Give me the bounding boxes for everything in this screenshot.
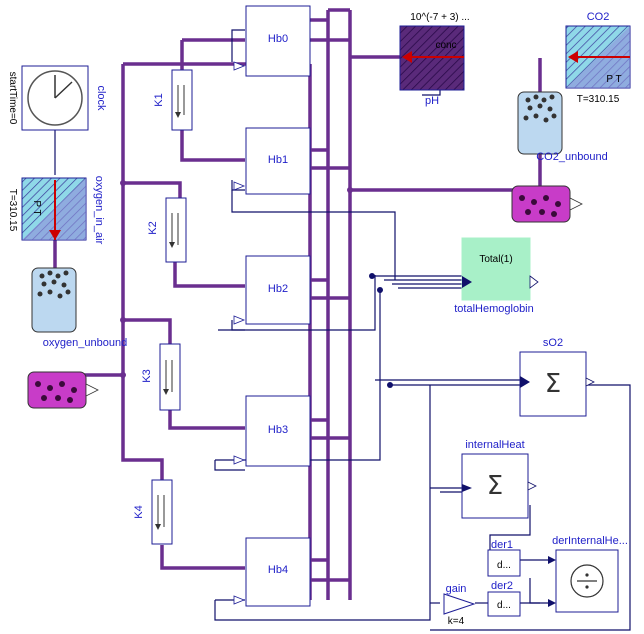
k-blocks: K1 K2 K3 K4 bbox=[133, 69, 193, 545]
oxygen-in-air-pt: P T bbox=[31, 200, 42, 215]
k2-block[interactable]: K2 bbox=[147, 197, 187, 263]
der2-label: der2 bbox=[491, 580, 513, 592]
k2-label: K2 bbox=[147, 221, 159, 234]
so2-block[interactable]: Σ sO2 bbox=[519, 337, 595, 417]
ph-label: pH bbox=[425, 95, 439, 107]
hb4-block[interactable]: Hb4 bbox=[233, 537, 311, 607]
k4-label: K4 bbox=[133, 505, 145, 518]
oxygen-unbound-block[interactable]: oxygen_unbound bbox=[27, 267, 127, 409]
clock-param: startTime=0 bbox=[7, 72, 18, 125]
hb0-block[interactable]: Hb0 bbox=[233, 5, 311, 77]
der1-block[interactable]: d... der1 bbox=[487, 539, 521, 577]
der2-block[interactable]: d... der2 bbox=[487, 580, 521, 617]
ph-expr: 10^(-7 + 3) ... bbox=[410, 12, 469, 23]
clock-label: clock bbox=[95, 85, 107, 111]
k3-block[interactable]: K3 bbox=[141, 343, 181, 411]
hb3-block[interactable]: Hb3 bbox=[233, 395, 311, 467]
hb1-block[interactable]: Hb1 bbox=[233, 127, 311, 195]
der-internal-heat-label: derInternalHe... bbox=[552, 535, 628, 547]
der2-body: d... bbox=[497, 600, 511, 611]
co2-label: CO2 bbox=[587, 11, 610, 23]
co2-unbound-label: CO2_unbound bbox=[536, 151, 608, 163]
so2-label: sO2 bbox=[543, 337, 563, 349]
k1-label: K1 bbox=[153, 93, 165, 106]
gain-param: k=4 bbox=[448, 616, 465, 627]
oxygen-in-air-label: oxygen_in_air bbox=[93, 176, 105, 245]
internal-heat-label: internalHeat bbox=[465, 439, 524, 451]
hb2-block[interactable]: Hb2 bbox=[233, 255, 311, 325]
hb1-label: Hb1 bbox=[268, 154, 288, 166]
ph-block[interactable]: conc 10^(-7 + 3) ... pH bbox=[399, 12, 470, 107]
co2-pt: P T bbox=[606, 74, 621, 85]
hb-blocks: Hb0 Hb1 Hb2 Hb3 Hb4 bbox=[233, 5, 311, 607]
der1-body: d... bbox=[497, 560, 511, 571]
gain-label: gain bbox=[446, 583, 467, 595]
ph-conc: conc bbox=[435, 40, 456, 51]
total-hemoglobin-body: Total(1) bbox=[479, 254, 512, 265]
hb0-label: Hb0 bbox=[268, 33, 288, 45]
hb4-label: Hb4 bbox=[268, 564, 288, 576]
co2-block[interactable]: P T CO2 T=310.15 bbox=[565, 11, 631, 105]
oxygen-in-air-block[interactable]: P T oxygen_in_air T=310.15 bbox=[7, 176, 105, 245]
k4-block[interactable]: K4 bbox=[133, 479, 173, 545]
hb2-label: Hb2 bbox=[268, 283, 288, 295]
clock-block[interactable]: clock startTime=0 bbox=[7, 65, 107, 131]
sum-icon: Σ bbox=[487, 471, 503, 501]
gain-block[interactable]: gain k=4 bbox=[443, 583, 476, 627]
hb3-label: Hb3 bbox=[268, 424, 288, 436]
oxygen-in-air-param: T=310.15 bbox=[7, 189, 18, 232]
internal-heat-block[interactable]: Σ internalHeat bbox=[461, 439, 537, 519]
der1-label: der1 bbox=[491, 539, 513, 551]
k1-block[interactable]: K1 bbox=[153, 69, 193, 131]
k3-label: K3 bbox=[141, 369, 153, 382]
total-hemoglobin-block[interactable]: Total(1) totalHemoglobin bbox=[454, 237, 539, 315]
total-hemoglobin-label: totalHemoglobin bbox=[454, 303, 534, 315]
der-internal-heat-block[interactable]: derInternalHe... bbox=[548, 535, 628, 613]
co2-unbound-block[interactable]: CO2_unbound bbox=[511, 91, 608, 223]
sum-icon: Σ bbox=[545, 369, 561, 399]
oxygen-unbound-label: oxygen_unbound bbox=[43, 337, 127, 349]
co2-param: T=310.15 bbox=[577, 94, 620, 105]
